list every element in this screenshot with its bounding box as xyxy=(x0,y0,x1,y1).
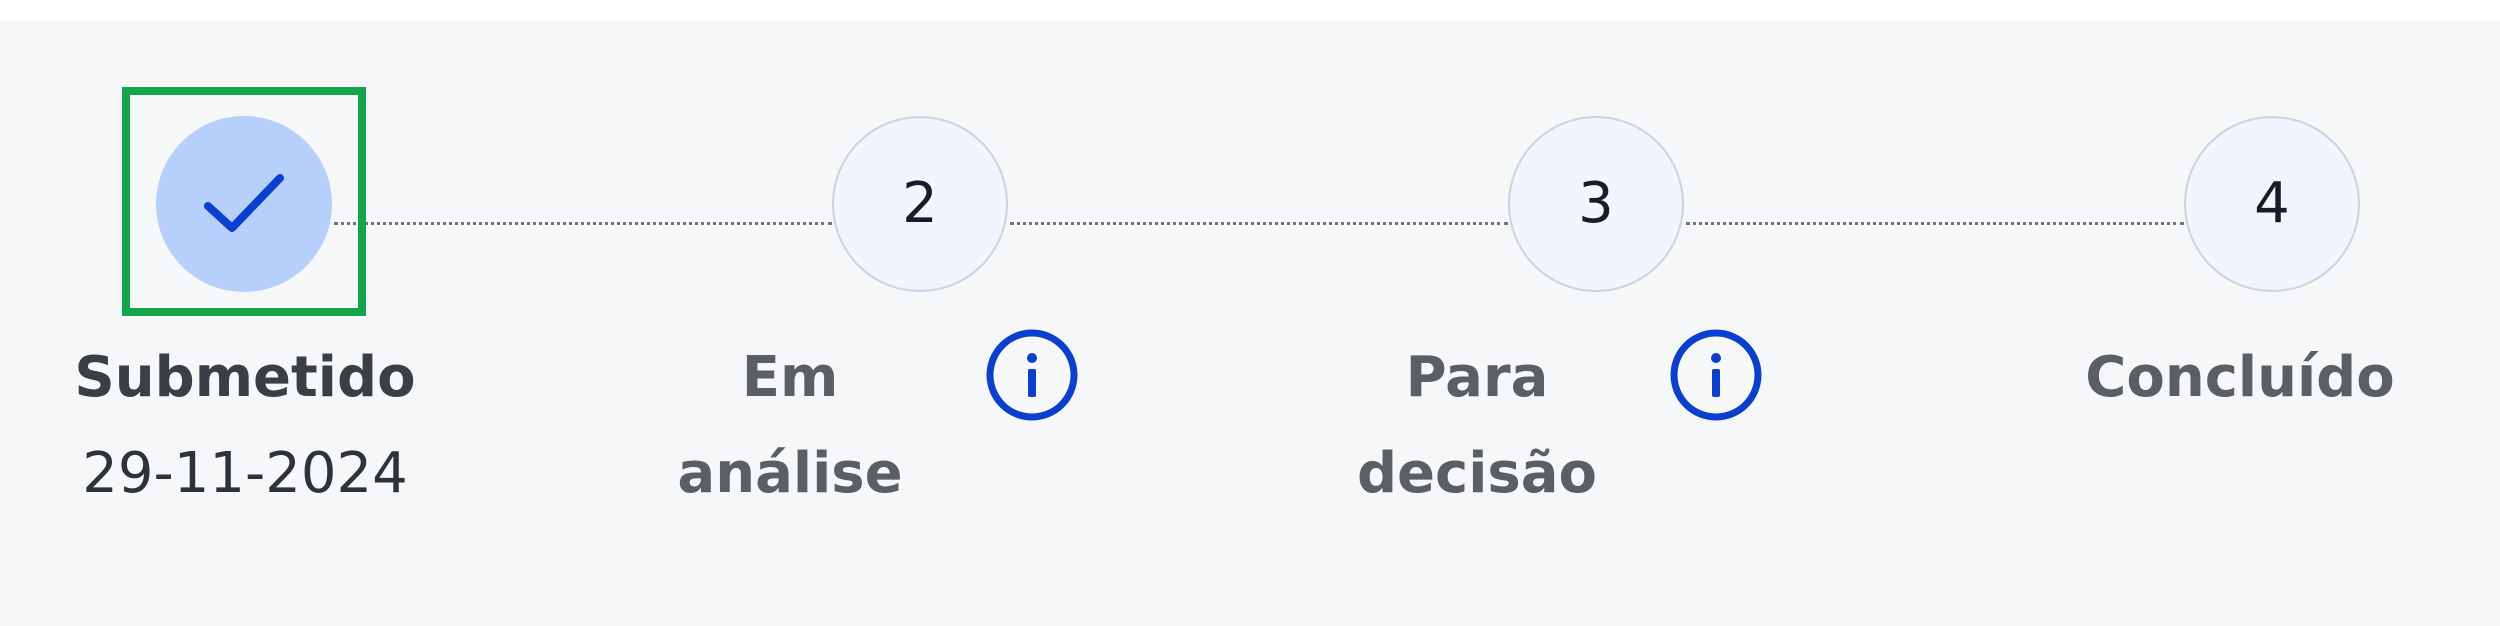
step-connector-2-3 xyxy=(1010,222,1508,225)
step-4-circle[interactable]: 4 xyxy=(2184,116,2360,292)
step-2-circle[interactable]: 2 xyxy=(832,116,1008,292)
step-3-label: Para decisão xyxy=(1307,330,1647,522)
step-2-label-line1: Em xyxy=(741,345,839,410)
step-3-circle[interactable]: 3 xyxy=(1508,116,1684,292)
step-1-label: Submetido xyxy=(74,345,416,410)
step-2-label-line2: análise xyxy=(677,441,903,506)
step-2-number: 2 xyxy=(902,171,938,236)
status-stepper: Submetido 29-11-2024 2 Em análise 3 Para… xyxy=(0,21,2500,626)
step-4-label: Concluído xyxy=(2085,345,2395,410)
step-1-focus-outline xyxy=(122,87,366,316)
step-3-number: 3 xyxy=(1578,171,1614,236)
step-3-label-line1: Para xyxy=(1405,345,1549,410)
step-3-label-line2: decisão xyxy=(1356,441,1598,506)
step-connector-1-2 xyxy=(334,222,832,225)
step-2-label: Em análise xyxy=(620,330,960,522)
checkmark-icon xyxy=(204,174,284,232)
step-connector-3-4 xyxy=(1686,222,2184,225)
step-3-info-icon[interactable] xyxy=(1668,327,1764,423)
step-2-info-icon[interactable] xyxy=(984,327,1080,423)
step-1-date: 29-11-2024 xyxy=(82,441,408,506)
step-4-number: 4 xyxy=(2254,171,2290,236)
step-1-circle[interactable] xyxy=(156,116,332,292)
